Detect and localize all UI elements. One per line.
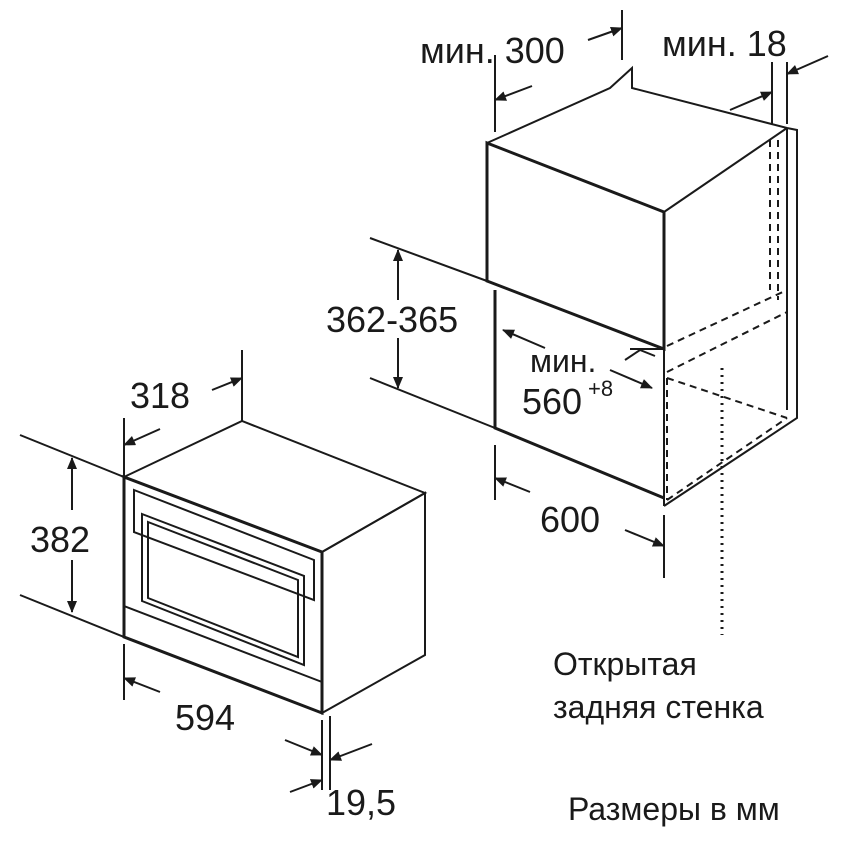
dim-362-365-label: 362-365 [326, 299, 458, 340]
appliance-door-frame [133, 488, 315, 602]
dim-600-label: 600 [540, 499, 600, 540]
dimension-19-5: 19,5 [289, 716, 396, 823]
open-back-note-line1: Открытая [553, 646, 697, 682]
dimension-362-365: 362-365 [326, 237, 496, 429]
dim-560-value: 560 [522, 381, 582, 422]
dim-318-label: 318 [130, 375, 190, 416]
dimension-600: 600 [494, 445, 665, 578]
appliance-top [121, 419, 428, 554]
dimension-382: 382 [19, 434, 125, 638]
upper-cabinet-front [485, 140, 666, 352]
dim-min-300-label: мин. 300 [420, 30, 565, 71]
dimension-min-18: мин. 18 [662, 23, 829, 124]
appliance-drawing [121, 419, 428, 716]
appliance-side [321, 491, 426, 715]
units-note: Размеры в мм [568, 791, 780, 827]
dim-19-5-label: 19,5 [326, 782, 396, 823]
dimension-min-300: мин. 300 [420, 10, 623, 132]
dimension-594: 594 [123, 644, 323, 790]
cabinet-drawing [485, 65, 798, 507]
dim-594-label: 594 [175, 697, 235, 738]
dim-min-560-prefix: мин. [530, 343, 596, 379]
dim-382-label: 382 [30, 519, 90, 560]
appliance-window [141, 512, 305, 667]
dimension-318: 318 [123, 350, 243, 477]
dim-560-tolerance: +8 [588, 376, 613, 401]
dim-min-18-label: мин. 18 [662, 23, 787, 64]
appliance-front [122, 474, 324, 716]
open-back-note-line2: задняя стенка [553, 689, 764, 725]
dimension-min-560: мин. 560 +8 [502, 329, 653, 422]
